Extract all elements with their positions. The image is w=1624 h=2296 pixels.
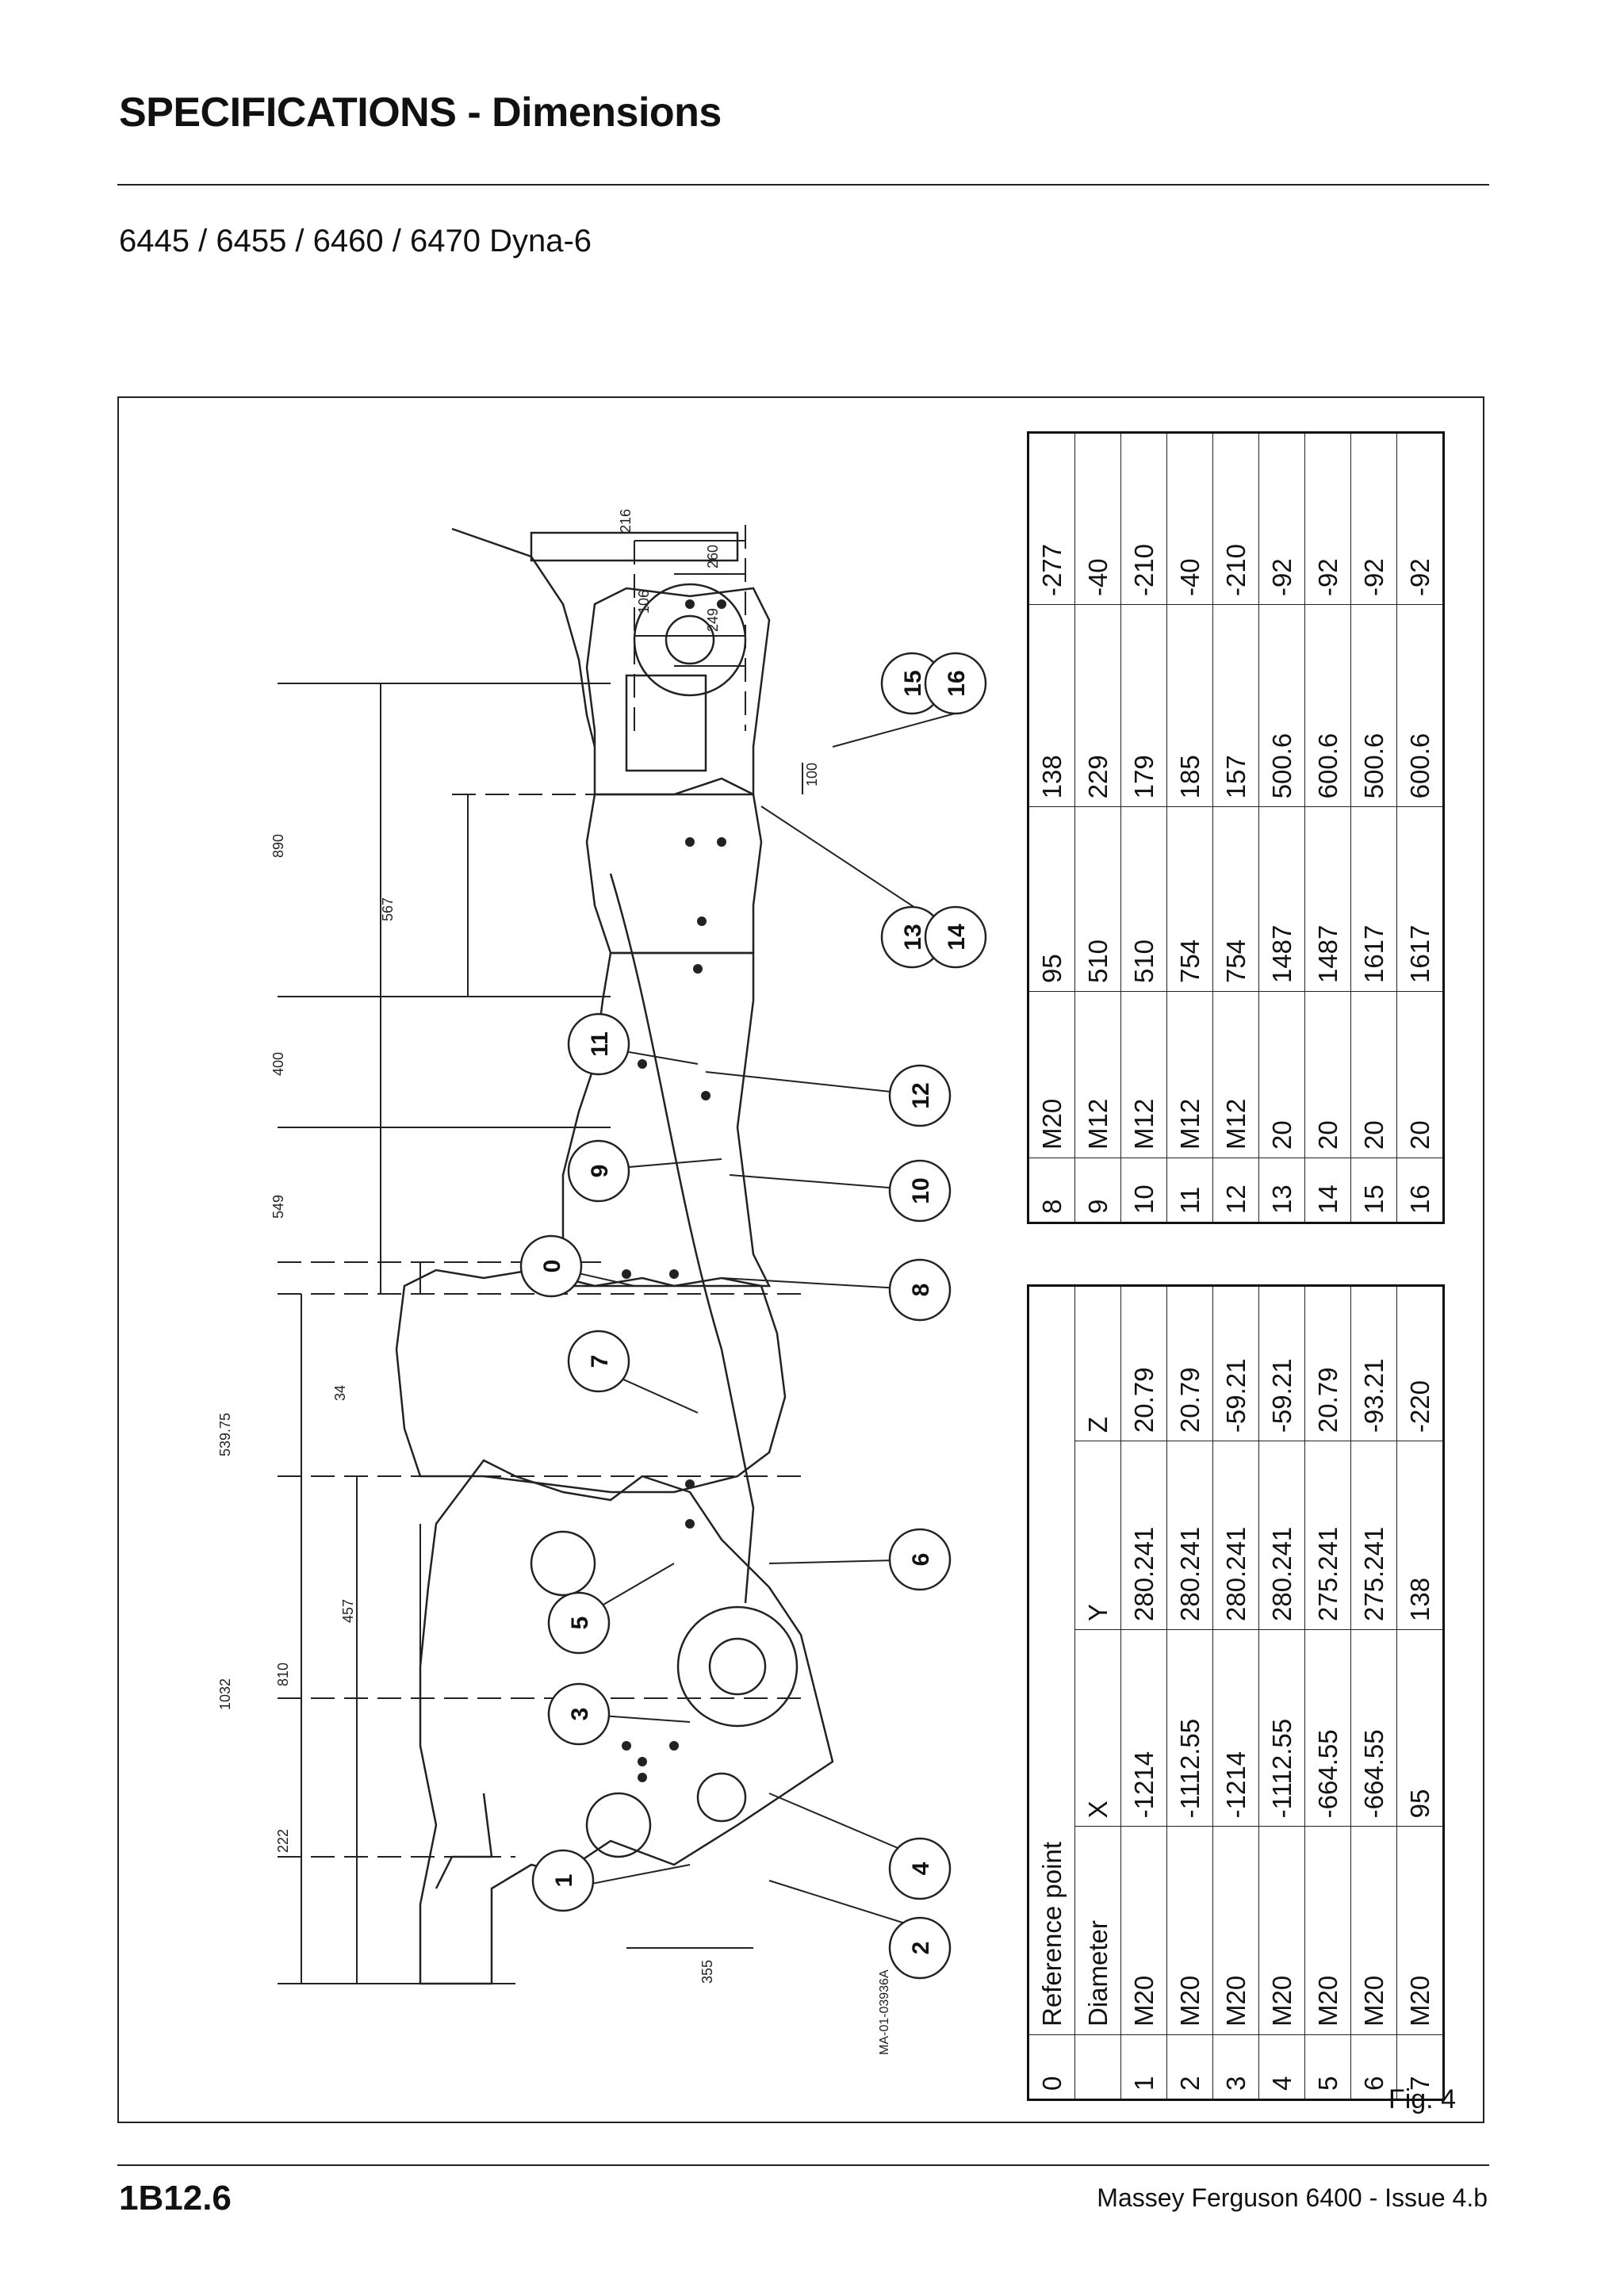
dim-890: 890 (270, 834, 286, 858)
callout-5: 5 (567, 1617, 593, 1630)
footer-divider (117, 2164, 1489, 2166)
dim-106: 106 (636, 590, 652, 614)
cell-index-0: 0 (1028, 2034, 1075, 2100)
hydraulic-pipe (609, 873, 755, 1604)
dim-222: 222 (275, 1829, 291, 1853)
dim-34: 34 (332, 1385, 348, 1401)
callout-11: 11 (587, 1031, 613, 1057)
drawbar-plate (625, 674, 707, 772)
dim-539: 539.75 (217, 1413, 233, 1456)
callout-4: 4 (908, 1862, 934, 1875)
transmission-shape (585, 777, 763, 955)
tractor-drawing: 216 260 106 249 100 890 567 400 549 34 5… (217, 509, 987, 2055)
front-cable (435, 1793, 493, 1889)
rear-axle-housing-shape (585, 587, 771, 796)
callout-13: 13 (900, 924, 926, 950)
pulley (530, 1530, 596, 1597)
callout-6: 6 (908, 1553, 934, 1567)
section-number: 1B12.6 (119, 2179, 232, 2218)
dim-457: 457 (340, 1599, 356, 1623)
front-hub-flange (676, 1605, 799, 1728)
callout-9: 9 (587, 1165, 613, 1178)
callout-8: 8 (908, 1284, 934, 1297)
dim-1032: 1032 (217, 1678, 233, 1710)
callout-3: 3 (567, 1708, 593, 1721)
col-diameter: Diameter (1074, 1826, 1121, 2035)
front-hub-center (708, 1637, 767, 1696)
callout-10: 10 (908, 1177, 934, 1203)
col-z: Z (1074, 1285, 1121, 1441)
header-divider (117, 184, 1489, 186)
dim-810: 810 (275, 1663, 291, 1686)
dim-249: 249 (705, 608, 721, 632)
page-title: SPECIFICATIONS - Dimensions (119, 90, 722, 136)
rear-axle-hub (665, 614, 715, 665)
callout-12: 12 (908, 1082, 934, 1108)
front-axle-pivot (696, 1772, 747, 1823)
callout-2: 2 (908, 1942, 934, 1955)
front-axle-shape (419, 1459, 834, 1985)
figure-caption: Fig. 4 (1388, 2084, 1456, 2114)
model-line: 6445 / 6455 / 6460 / 6470 Dyna-6 (119, 224, 592, 258)
callout-15: 15 (900, 670, 926, 696)
dim-549: 549 (270, 1195, 286, 1219)
reference-point-heading: Reference point (1028, 1285, 1075, 2035)
col-y: Y (1074, 1441, 1121, 1630)
lift-arm (451, 527, 596, 748)
col-x: X (1074, 1629, 1121, 1827)
callout-0: 0 (539, 1260, 565, 1273)
callout-7: 7 (587, 1355, 613, 1368)
dim-567: 567 (380, 897, 396, 921)
dim-355: 355 (699, 1960, 715, 1984)
dim-400: 400 (270, 1052, 286, 1076)
figure-frame: 216 260 106 249 100 890 567 400 549 34 5… (117, 396, 1484, 2123)
steering-pivot (585, 1792, 652, 1858)
dim-260: 260 (705, 545, 721, 568)
callout-16: 16 (944, 670, 970, 696)
drawing-reference: MA-01-03936A (878, 1969, 891, 2055)
publication-info: Massey Ferguson 6400 - Issue 4.b (1097, 2183, 1488, 2212)
dim-216: 216 (618, 509, 634, 533)
callout-1: 1 (551, 1874, 577, 1888)
callout-14: 14 (944, 924, 970, 951)
dim-100: 100 (804, 763, 820, 786)
gearbox-housing-shape (561, 951, 772, 1288)
